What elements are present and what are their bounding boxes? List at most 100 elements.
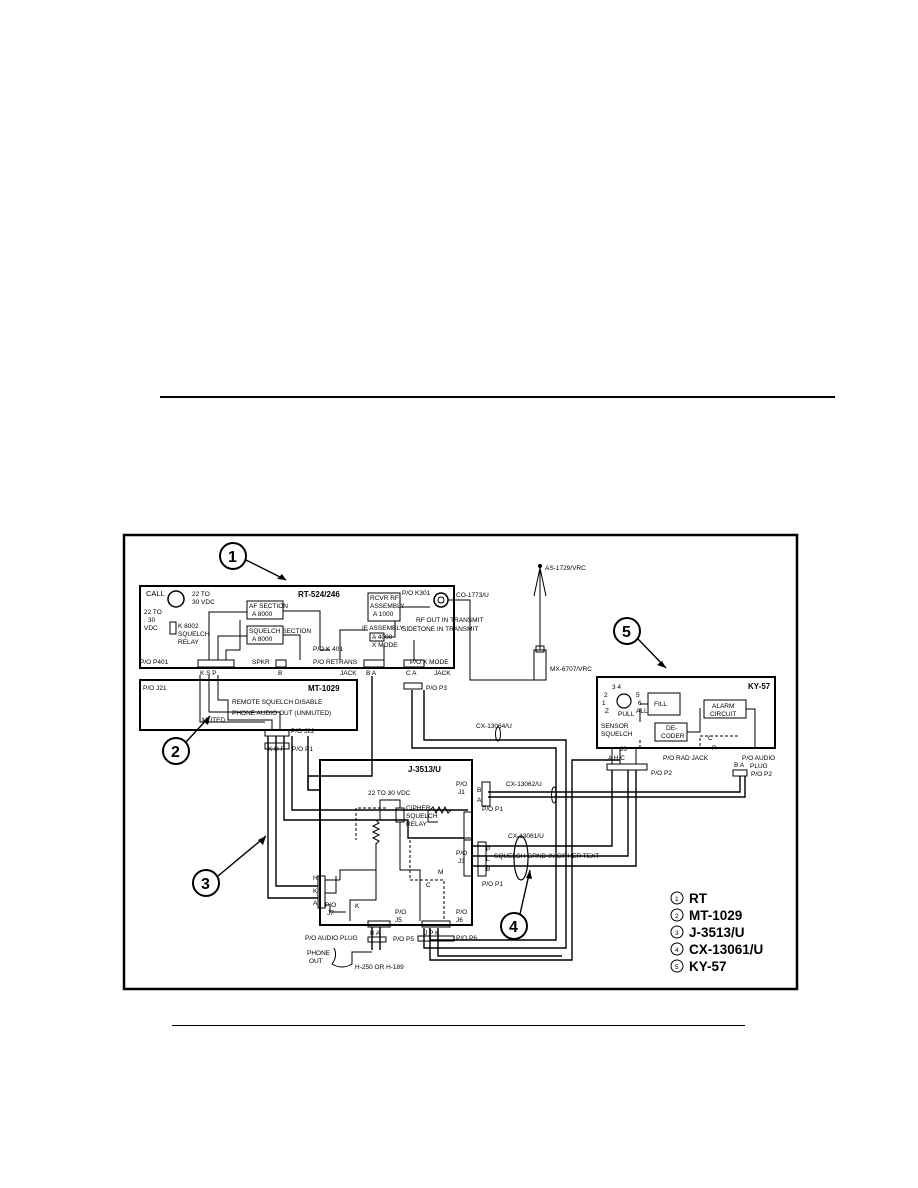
ky-57-unit: KY-57 3 4 2 5 1 6 Z ALL PULL FILL ALARM … bbox=[596, 676, 776, 778]
svg-text:A 8000: A 8000 bbox=[252, 636, 273, 643]
svg-text:P/O X MODE: P/O X MODE bbox=[410, 659, 449, 666]
svg-text:SQUELCH SECTION: SQUELCH SECTION bbox=[249, 628, 311, 635]
svg-text:P/O: P/O bbox=[456, 781, 467, 788]
svg-text:3 4: 3 4 bbox=[612, 684, 621, 691]
svg-text:30: 30 bbox=[148, 617, 156, 624]
ky-title: KY-57 bbox=[748, 682, 771, 691]
legend-item: 4 CX-13061/U bbox=[670, 942, 763, 957]
svg-text:VDC: VDC bbox=[144, 625, 158, 632]
svg-text:P/O P2: P/O P2 bbox=[751, 771, 772, 778]
callout-4: 4 bbox=[500, 869, 532, 940]
svg-text:2: 2 bbox=[604, 692, 608, 699]
svg-text:H: H bbox=[313, 875, 318, 882]
svg-text:MT-1029: MT-1029 bbox=[689, 908, 742, 923]
svg-text:J3: J3 bbox=[620, 746, 627, 753]
svg-text:DE-: DE- bbox=[666, 725, 677, 732]
svg-text:P/O J22: P/O J22 bbox=[291, 728, 315, 735]
svg-text:2: 2 bbox=[171, 744, 180, 761]
callout-5: 5 bbox=[613, 617, 667, 669]
legend-item: 5 KY-57 bbox=[670, 959, 727, 974]
j3513-title: J-3513/U bbox=[408, 765, 441, 774]
svg-text:SQUELCH GRND IN CIPHER TEXT: SQUELCH GRND IN CIPHER TEXT bbox=[494, 853, 599, 860]
svg-text:OUT: OUT bbox=[309, 958, 323, 965]
svg-text:30 VDC: 30 VDC bbox=[192, 599, 215, 606]
svg-text:FILL: FILL bbox=[654, 701, 667, 708]
legend: 1 RT 2 MT-1029 3 J-3513/U 4 CX-13061/U 5… bbox=[670, 891, 763, 974]
svg-text:CIRCUIT: CIRCUIT bbox=[710, 711, 736, 718]
svg-text:B A: B A bbox=[734, 762, 745, 769]
svg-text:P/O P401: P/O P401 bbox=[140, 659, 169, 666]
svg-text:P/O AUDIO: P/O AUDIO bbox=[742, 755, 775, 762]
svg-text:PHONE AUDIO OUT (UNMUTED): PHONE AUDIO OUT (UNMUTED) bbox=[232, 710, 331, 717]
svg-text:P: P bbox=[712, 745, 716, 752]
svg-text:B: B bbox=[486, 866, 490, 873]
rt-title: RT-524/246 bbox=[298, 590, 340, 599]
svg-text:K 8002: K 8002 bbox=[178, 623, 199, 630]
rt-supply-b-label: 22 TO bbox=[144, 609, 162, 616]
callout-3: 3 bbox=[192, 835, 267, 897]
svg-text:A 8000: A 8000 bbox=[252, 611, 273, 618]
svg-text:CODER: CODER bbox=[661, 733, 685, 740]
svg-text:4: 4 bbox=[675, 947, 679, 954]
svg-text:P/O RAD JACK: P/O RAD JACK bbox=[663, 755, 709, 762]
legend-item: 2 MT-1029 bbox=[670, 908, 742, 923]
co-connector-icon bbox=[433, 592, 449, 608]
bottom-divider-line bbox=[172, 1025, 745, 1026]
svg-text:1: 1 bbox=[675, 896, 679, 903]
svg-text:CX-13061/U: CX-13061/U bbox=[508, 833, 544, 840]
svg-text:CX-13062/U: CX-13062/U bbox=[506, 781, 542, 788]
svg-text:P/O: P/O bbox=[456, 909, 467, 916]
svg-text:CX-13061/U: CX-13061/U bbox=[689, 942, 763, 957]
diagram-frame bbox=[122, 533, 799, 991]
svg-text:REMOTE SQUELCH DISABLE: REMOTE SQUELCH DISABLE bbox=[232, 699, 323, 706]
svg-text:SQUELCH: SQUELCH bbox=[178, 631, 210, 638]
svg-text:J P K: J P K bbox=[424, 930, 440, 937]
svg-text:X MODE: X MODE bbox=[372, 642, 398, 649]
svg-text:CIPHER: CIPHER bbox=[406, 805, 431, 812]
svg-text:P/O P1: P/O P1 bbox=[482, 881, 503, 888]
svg-text:J-3513/U: J-3513/U bbox=[689, 925, 745, 940]
rt-supply-label: 22 TO bbox=[192, 591, 210, 598]
svg-text:RELAY: RELAY bbox=[406, 821, 427, 828]
svg-text:P/O P5: P/O P5 bbox=[393, 936, 414, 943]
svg-text:P/O P1: P/O P1 bbox=[292, 746, 313, 753]
svg-text:Z: Z bbox=[605, 708, 609, 715]
svg-text:A 4000: A 4000 bbox=[372, 634, 393, 641]
svg-text:P/O P6: P/O P6 bbox=[456, 935, 477, 942]
antenna: AS-1729/VRC MX-6707/VRC bbox=[448, 564, 592, 681]
svg-text:P/O: P/O bbox=[325, 902, 336, 909]
svg-text:P/O P2: P/O P2 bbox=[651, 770, 672, 777]
svg-text:RT: RT bbox=[689, 891, 708, 906]
call-label: CALL bbox=[146, 589, 165, 598]
svg-text:A H C: A H C bbox=[608, 755, 625, 762]
callout-2: 2 bbox=[162, 715, 211, 765]
svg-text:1: 1 bbox=[602, 700, 606, 707]
svg-text:CX-13064/U: CX-13064/U bbox=[476, 723, 512, 730]
svg-text:P/O P1: P/O P1 bbox=[482, 806, 503, 813]
mt-title: MT-1029 bbox=[308, 684, 340, 693]
svg-text:A 1000: A 1000 bbox=[373, 611, 394, 618]
svg-text:J6: J6 bbox=[456, 917, 463, 924]
svg-text:P: P bbox=[486, 846, 490, 853]
svg-text:C: C bbox=[426, 882, 431, 889]
svg-text:K: K bbox=[313, 888, 318, 895]
svg-text:P/O AUDIO PLUG: P/O AUDIO PLUG bbox=[305, 935, 358, 942]
svg-text:MX-6707/VRC: MX-6707/VRC bbox=[550, 666, 592, 673]
svg-text:B A: B A bbox=[366, 670, 377, 677]
svg-text:C A: C A bbox=[406, 670, 417, 677]
legend-item: 3 J-3513/U bbox=[670, 925, 745, 940]
svg-text:PULL: PULL bbox=[618, 711, 635, 718]
svg-text:2: 2 bbox=[675, 913, 679, 920]
svg-text:J1: J1 bbox=[458, 789, 465, 796]
svg-text:SQUELCH: SQUELCH bbox=[406, 813, 438, 820]
svg-text:A: A bbox=[313, 900, 318, 907]
svg-text:K S P: K S P bbox=[200, 670, 217, 677]
svg-text:22 TO 30 VDC: 22 TO 30 VDC bbox=[368, 790, 411, 797]
svg-text:PHONE: PHONE bbox=[307, 950, 331, 957]
relay-coil-icon bbox=[169, 621, 177, 635]
svg-text:P/O: P/O bbox=[395, 909, 406, 916]
svg-text:P/O P3: P/O P3 bbox=[426, 685, 447, 692]
mt-1029-unit: P/O J21 MT-1029 REMOTE SQUELCH DISABLE P… bbox=[139, 675, 358, 753]
svg-text:H-250 OR H-189: H-250 OR H-189 bbox=[355, 964, 404, 971]
